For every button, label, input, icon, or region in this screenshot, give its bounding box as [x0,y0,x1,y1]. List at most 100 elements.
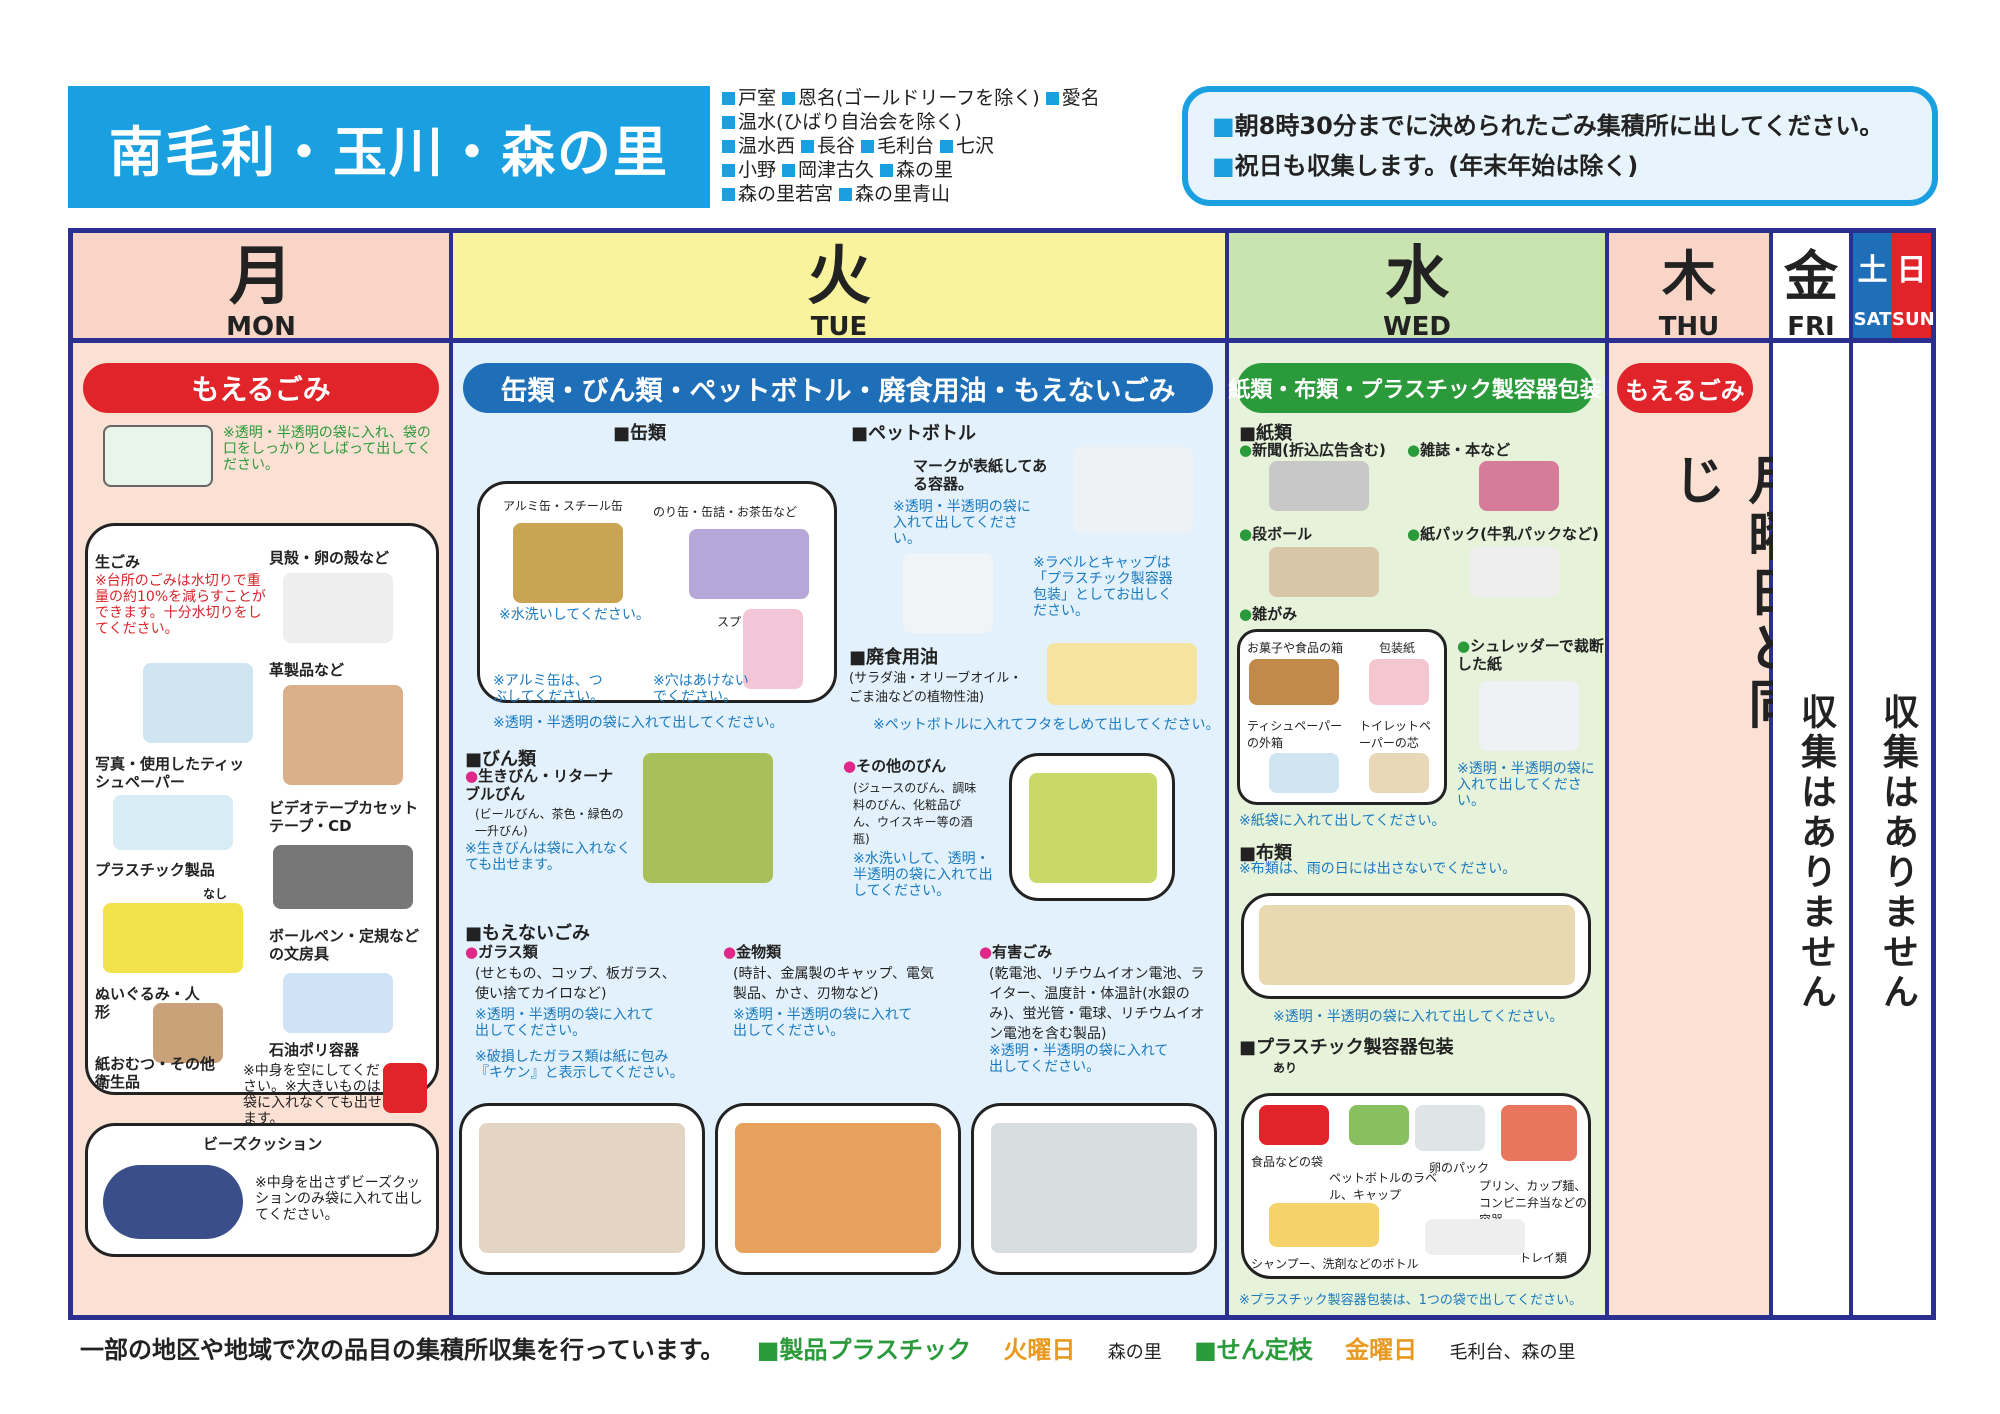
item-label: ぬいぐるみ・人形 [95,985,200,1021]
item-label: 紙おむつ・その他衛生品 [95,1055,216,1091]
metal-illustration [735,1123,941,1253]
column-wednesday: 水 WED 紙類・布類・プラスチック製容器包装 紙類 新聞(折込広告含む) 雑誌… [1228,233,1609,1315]
metal-note: ※透明・半透明の袋に入れて出してください。 [733,1007,913,1039]
day-english: MON [226,312,296,342]
pet-cap-note: ※ペットボトルに入れてフタをしめて出してください。 [873,717,1220,733]
plastic-item: ペットボトルのラベル、キャップ [1329,1171,1438,1202]
beads-cushion-illustration [103,1165,243,1239]
no-collection-weekend: 収集はありません [1877,693,1918,1013]
day-header-weekend: 土 SAT 日 SUN [1853,233,1935,343]
shell-illustration [283,573,393,643]
oil-bottle-illustration [1047,643,1197,705]
hazard-note: ※透明・半透明の袋に入れて出してください。 [989,1043,1169,1075]
plastic-mark-yes: あり [1273,1061,1298,1075]
pet-bottle-illustration [903,553,993,633]
shred-note: ※透明・半透明の袋に入れて出してください。 [1457,761,1595,809]
cardboard-illustration [1269,547,1379,597]
glass-illustration [479,1123,685,1253]
milk-pack-illustration [1469,547,1559,597]
footer-area: 森の里 [1107,1342,1162,1363]
saturday-header: 土 SAT [1853,233,1892,338]
tray-illustration [1425,1219,1525,1255]
district-item: 温水西 [722,135,795,157]
bottle-label-illustration [1349,1105,1409,1145]
day-kanji: 月 [229,240,293,314]
day-header-wednesday: 水 WED [1229,233,1605,343]
plastic-item: トレイ類 [1519,1251,1568,1265]
district-item: 小野 [722,159,776,181]
column-friday: 金 FRI 収集はありません [1773,233,1853,1315]
food-bag-illustration [1259,1105,1329,1145]
no-collection-friday: 収集はありません [1795,693,1836,1013]
plastic-item: 食品などの袋 [1251,1155,1324,1169]
footer-item: ■製品プラスチック [756,1336,971,1364]
district-item: 温水(ひばり自治会を除く) [722,111,962,133]
misc-item: トイレットペーパーの芯 [1359,719,1432,750]
plastic-note: ※プラスチック製容器包装は、1つの袋で出してください。 [1239,1293,1583,1308]
section-title: 缶類 [613,419,666,445]
footer-day: 金曜日 [1345,1336,1418,1364]
leather-goods-illustration [283,685,403,785]
category-banner: もえるごみ [83,363,439,413]
category-banner: 紙類・布類・プラスチック製容器包装 [1228,363,1602,413]
item-label: ボールペン・定規などの文房具 [269,927,420,963]
district-item: 岡津古久 [782,159,874,181]
bag-note: ※透明・半透明の袋に入れ、袋の口をしっかりとしばって出してください。 [223,425,432,473]
bottle-reuse-label: 生きびん・リターナブルびん [465,767,625,803]
day-kanji: 水 [1385,240,1449,314]
photo-illustration [113,795,233,850]
egg-pack-illustration [1415,1105,1485,1151]
pet-bag-illustration [1073,447,1193,533]
plastic-mark-none: なし [203,887,228,901]
spray-can-illustration [743,609,803,689]
oil-desc: (サラダ油・オリーブオイル・ごま油などの植物性油) [849,671,1023,705]
misc-item: お菓子や食品の箱 [1247,641,1344,655]
district-item: 長谷 [801,135,855,157]
item-label: ビデオテープカセットテープ・CD [269,799,419,835]
item-label: プラスチック製品 [95,861,215,879]
paper-misc: 雑がみ [1239,605,1297,623]
section-title: もえないごみ [465,919,590,945]
bottle-other-desc: (ジュースのびん、調味料のびん、化粧品びん、ウイスキー等の酒瓶) [853,781,977,846]
day-kanji: 火 [807,240,871,314]
shred-bag-illustration [1479,681,1579,751]
hazard-label: 有害ごみ [979,943,1052,961]
column-thursday: 木 THU もえるごみ 月曜日と同じ [1609,233,1799,1315]
raw-note: ※台所のごみは水切りで重量の約10%を減らすことができます。十分水切りをしてくだ… [95,573,266,637]
pudding-cup-illustration [1501,1105,1577,1161]
metal-desc: (時計、金属製のキャップ、電気製品、かさ、刃物など) [733,966,935,1002]
page-title: 南毛利・玉川・森の里 [68,86,710,208]
stationery-illustration [283,973,393,1033]
poly-note: ※中身を空にしてください。※大きいものは袋に入れなくても出せます。 [243,1063,382,1127]
can-wash-note: ※水洗いしてください。 [499,607,650,623]
sunday-header: 日 SUN [1892,233,1935,338]
metal-label: 金物類 [723,943,781,961]
item-label: 写真・使用したティッシュペーパー [95,755,245,791]
notice-box: 朝8時30分までに決められたごみ集積所に出してください。 祝日も収集します。(年… [1182,86,1938,206]
cloth-bag-note: ※透明・半透明の袋に入れて出してください。 [1273,1009,1564,1025]
day-header-friday: 金 FRI [1773,233,1849,343]
day-header-monday: 月 MON [73,233,449,343]
item-label: 貝殻・卵の殻など [269,549,390,567]
newspaper-illustration [1269,461,1369,511]
schedule-table: 月 MON もえるごみ ※透明・半透明の袋に入れ、袋の口をしっかりとしばって出し… [68,228,1936,1320]
day-header-tuesday: 火 TUE [453,233,1225,343]
snack-box-illustration [1249,659,1339,705]
section-title: びん類 [465,745,536,771]
footer-item: ■せん定枝 [1194,1336,1313,1364]
day-kanji: 日 [1896,253,1927,288]
misc-item: 包装紙 [1379,641,1416,655]
tin-can-illustration [689,529,809,599]
column-weekend: 土 SAT 日 SUN 収集はありません [1853,233,1935,1315]
day-english: SUN [1892,309,1935,330]
paper-magazine: 雑誌・本など [1407,441,1510,459]
section-title: ペットボトル [851,419,976,445]
can-sub-label: のり缶・缶詰・お茶缶など [653,505,798,519]
item-label: 石油ポリ容器 [269,1041,360,1059]
plastic-item: 卵のパック [1429,1161,1490,1175]
day-kanji: 土 [1857,253,1888,288]
district-item: 恩名(ゴールドリーフを除く) [782,87,1040,109]
glass-note-2: ※破損したガラス類は紙に包み『キケン』と表示してください。 [475,1049,684,1081]
day-english: WED [1382,312,1452,342]
can-illustration [513,523,623,603]
